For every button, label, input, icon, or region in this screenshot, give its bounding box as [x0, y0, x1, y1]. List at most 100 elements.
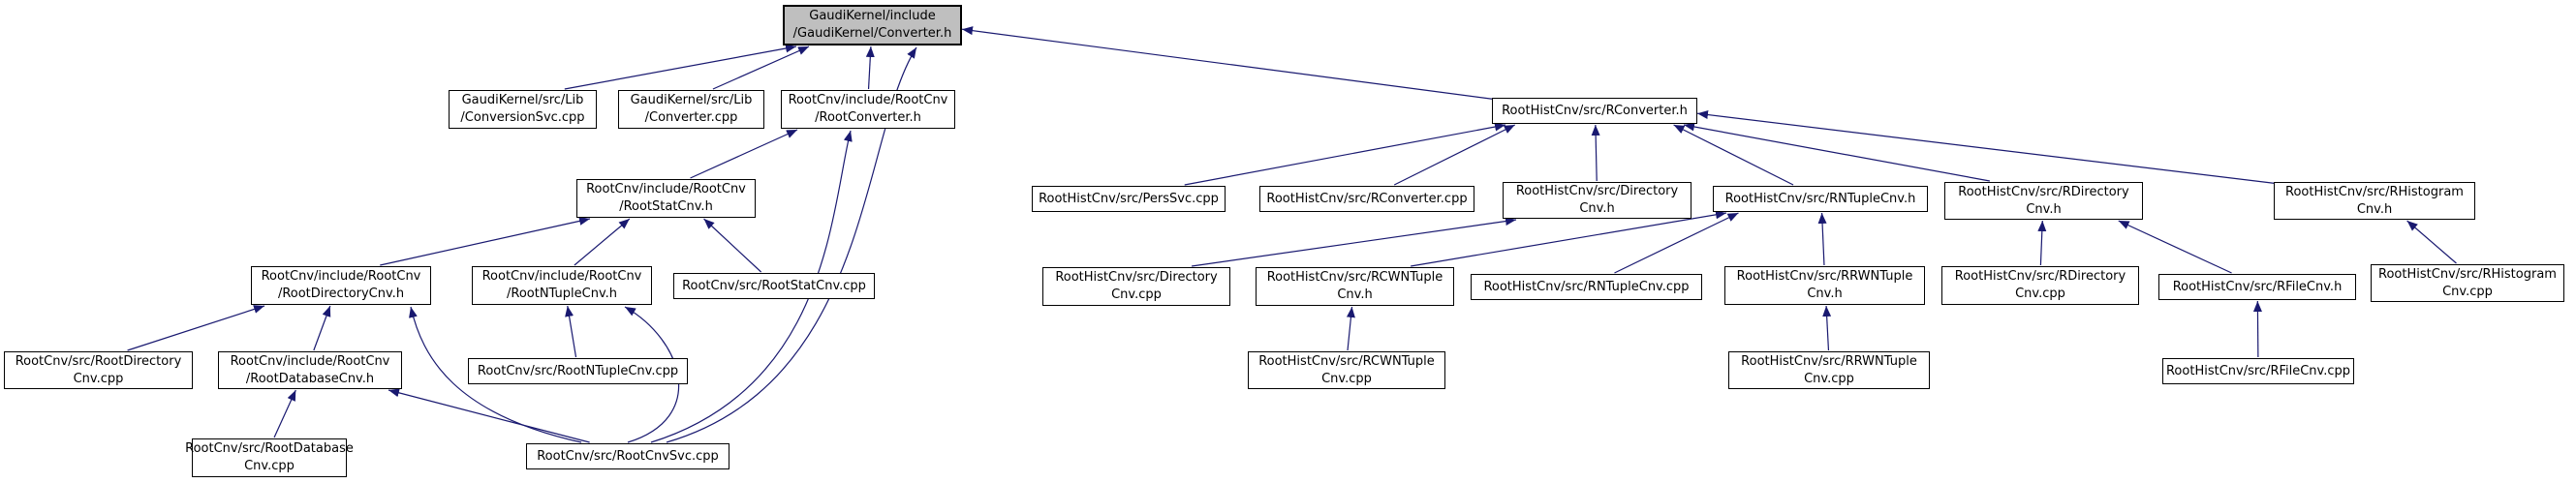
- node-label-line: /RootNTupleCnv.h: [507, 287, 617, 301]
- node-label-line: RootHistCnv/src/RHistogram: [2378, 266, 2557, 282]
- include-edge: [1184, 122, 1506, 186]
- node-label-line: GaudiKernel/src/Lib: [630, 93, 753, 108]
- node-label-line: RootHistCnv/src/RNTupleCnv.h: [1724, 191, 1916, 206]
- node-label-line: RootCnv/include/RootCnv: [788, 93, 948, 108]
- node-label-line: /GaudiKernel/Converter.h: [792, 26, 952, 41]
- graph-node[interactable]: RootCnv/include/RootCnv/RootStatCnv.h: [576, 179, 756, 218]
- graph-node[interactable]: RootHistCnv/src/PersSvc.cpp: [1032, 186, 1226, 212]
- include-edge: [1346, 306, 1355, 351]
- node-label-line: Cnv.h: [2026, 201, 2062, 217]
- include-edge: [1591, 124, 1600, 182]
- node-label-line: Cnv.cpp: [244, 459, 295, 473]
- node-label-line: Cnv.cpp: [73, 371, 124, 386]
- node-label-line: GaudiKernel/include: [809, 9, 936, 24]
- node-label-line: RootCnv/src/RootCnvSvc.cpp: [537, 448, 719, 464]
- node-label-line: RootHistCnv/src/Directory: [1055, 270, 1218, 286]
- include-edge: [388, 388, 590, 443]
- node-label-line: GaudiKernel/src/Lib: [461, 93, 584, 108]
- graph-node[interactable]: RootCnv/src/RootNTupleCnv.cpp: [468, 358, 688, 384]
- node-label-line: Cnv.cpp: [2015, 287, 2065, 301]
- include-edge: [565, 305, 577, 358]
- graph-node[interactable]: GaudiKernel/src/Lib/Converter.cpp: [618, 90, 764, 129]
- node-label-line: RootHistCnv/src/Directory: [1515, 184, 1679, 199]
- node-label-line: RootHistCnv/src/RRWNTuple: [1741, 353, 1917, 369]
- include-edge: [1822, 305, 1832, 351]
- include-edge: [380, 216, 591, 266]
- include-edge: [1673, 124, 1794, 186]
- node-label-line: /RootDatabaseCnv.h: [245, 371, 375, 386]
- node-label-line: /RootDirectoryCnv.h: [277, 287, 405, 301]
- graph-node[interactable]: RootHistCnv/src/RFileCnv.cpp: [2162, 358, 2354, 384]
- include-edge: [865, 45, 875, 90]
- node-label-line: RootHistCnv/src/RNTupleCnv.cpp: [1483, 279, 1690, 294]
- include-edge: [564, 44, 797, 90]
- node-label-line: RootHistCnv/src/RCWNTuple: [1266, 270, 1443, 286]
- node-label-line: RootCnv/include/RootCnv: [586, 182, 746, 197]
- include-edge: [2252, 300, 2262, 358]
- node-label-line: Cnv.cpp: [1804, 371, 1854, 386]
- node-label-line: RootHistCnv/src/RHistogram: [2285, 184, 2464, 199]
- graph-node[interactable]: RootHistCnv/src/RNTupleCnv.h: [1713, 186, 1928, 212]
- graph-node-root[interactable]: GaudiKernel/include/GaudiKernel/Converte…: [783, 5, 962, 45]
- node-label-line: Cnv.cpp: [1111, 287, 1162, 302]
- graph-node[interactable]: RootHistCnv/src/RNTupleCnv.cpp: [1471, 274, 1702, 300]
- include-edge: [1191, 217, 1517, 267]
- include-edge: [961, 26, 1499, 101]
- graph-node[interactable]: RootCnv/include/RootCnv/RootDatabaseCnv.…: [218, 351, 402, 389]
- node-label-line: RootCnv/include/RootCnv: [481, 269, 642, 285]
- node-label-line: RootCnv/include/RootCnv: [261, 269, 421, 285]
- include-edge: [1411, 210, 1727, 267]
- graph-node[interactable]: RootHistCnv/src/RConverter.h: [1492, 98, 1697, 124]
- node-label-line: /RootConverter.h: [815, 110, 921, 125]
- include-edge: [2118, 220, 2232, 274]
- include-edge: [2037, 220, 2047, 266]
- node-label-line: RootCnv/include/RootCnv: [230, 353, 390, 369]
- include-edge: [1817, 212, 1827, 266]
- include-edge: [409, 306, 582, 443]
- node-label-line: RootHistCnv/src/RFileCnv.h: [2172, 279, 2343, 294]
- node-label-line: Cnv.h: [1807, 287, 1843, 301]
- graph-node[interactable]: RootCnv/src/RootCnvSvc.cpp: [526, 443, 729, 469]
- node-label-line: RootHistCnv/src/RFileCnv.cpp: [2165, 363, 2351, 378]
- node-label-line: Cnv.h: [1337, 287, 1373, 302]
- graph-node[interactable]: GaudiKernel/src/Lib/ConversionSvc.cpp: [449, 90, 597, 129]
- node-label-line: /Converter.cpp: [644, 110, 738, 125]
- graph-node[interactable]: RootHistCnv/src/RConverter.cpp: [1259, 186, 1474, 212]
- node-label-line: RootHistCnv/src/RRWNTuple: [1736, 269, 1913, 285]
- node-label-line: RootCnv/src/RootDirectory: [15, 353, 182, 369]
- include-edge: [1393, 124, 1516, 186]
- node-label-line: RootHistCnv/src/RConverter.h: [1502, 103, 1688, 118]
- include-edge: [313, 305, 331, 351]
- include-edge: [273, 389, 296, 438]
- node-label-line: RootHistCnv/src/RDirectory: [1954, 269, 2126, 285]
- graph-node[interactable]: RootCnv/src/RootStatCnv.cpp: [673, 273, 875, 299]
- graph-node[interactable]: RootCnv/include/RootCnv/RootNTupleCnv.h: [472, 266, 652, 305]
- include-edge: [1683, 122, 1990, 182]
- include-edge: [127, 305, 265, 351]
- node-label-line: RootHistCnv/src/PersSvc.cpp: [1039, 191, 1219, 206]
- node-label-line: RootCnv/src/RootDatabase: [185, 441, 354, 457]
- include-edge: [1614, 212, 1739, 274]
- node-label-line: Cnv.cpp: [2442, 284, 2493, 299]
- graph-node[interactable]: RootHistCnv/src/RFileCnv.h: [2158, 274, 2356, 300]
- graph-node[interactable]: RootCnv/include/RootCnv/RootDirectoryCnv…: [251, 266, 431, 305]
- node-label-line: RootCnv/src/RootStatCnv.cpp: [682, 278, 866, 293]
- include-edge: [1696, 110, 2281, 185]
- include-edge: [690, 129, 798, 179]
- graph-node[interactable]: RootCnv/include/RootCnv/RootConverter.h: [781, 90, 955, 129]
- node-label-line: RootHistCnv/src/RCWNTuple: [1258, 353, 1435, 369]
- node-label-line: RootHistCnv/src/RDirectory: [1958, 184, 2129, 199]
